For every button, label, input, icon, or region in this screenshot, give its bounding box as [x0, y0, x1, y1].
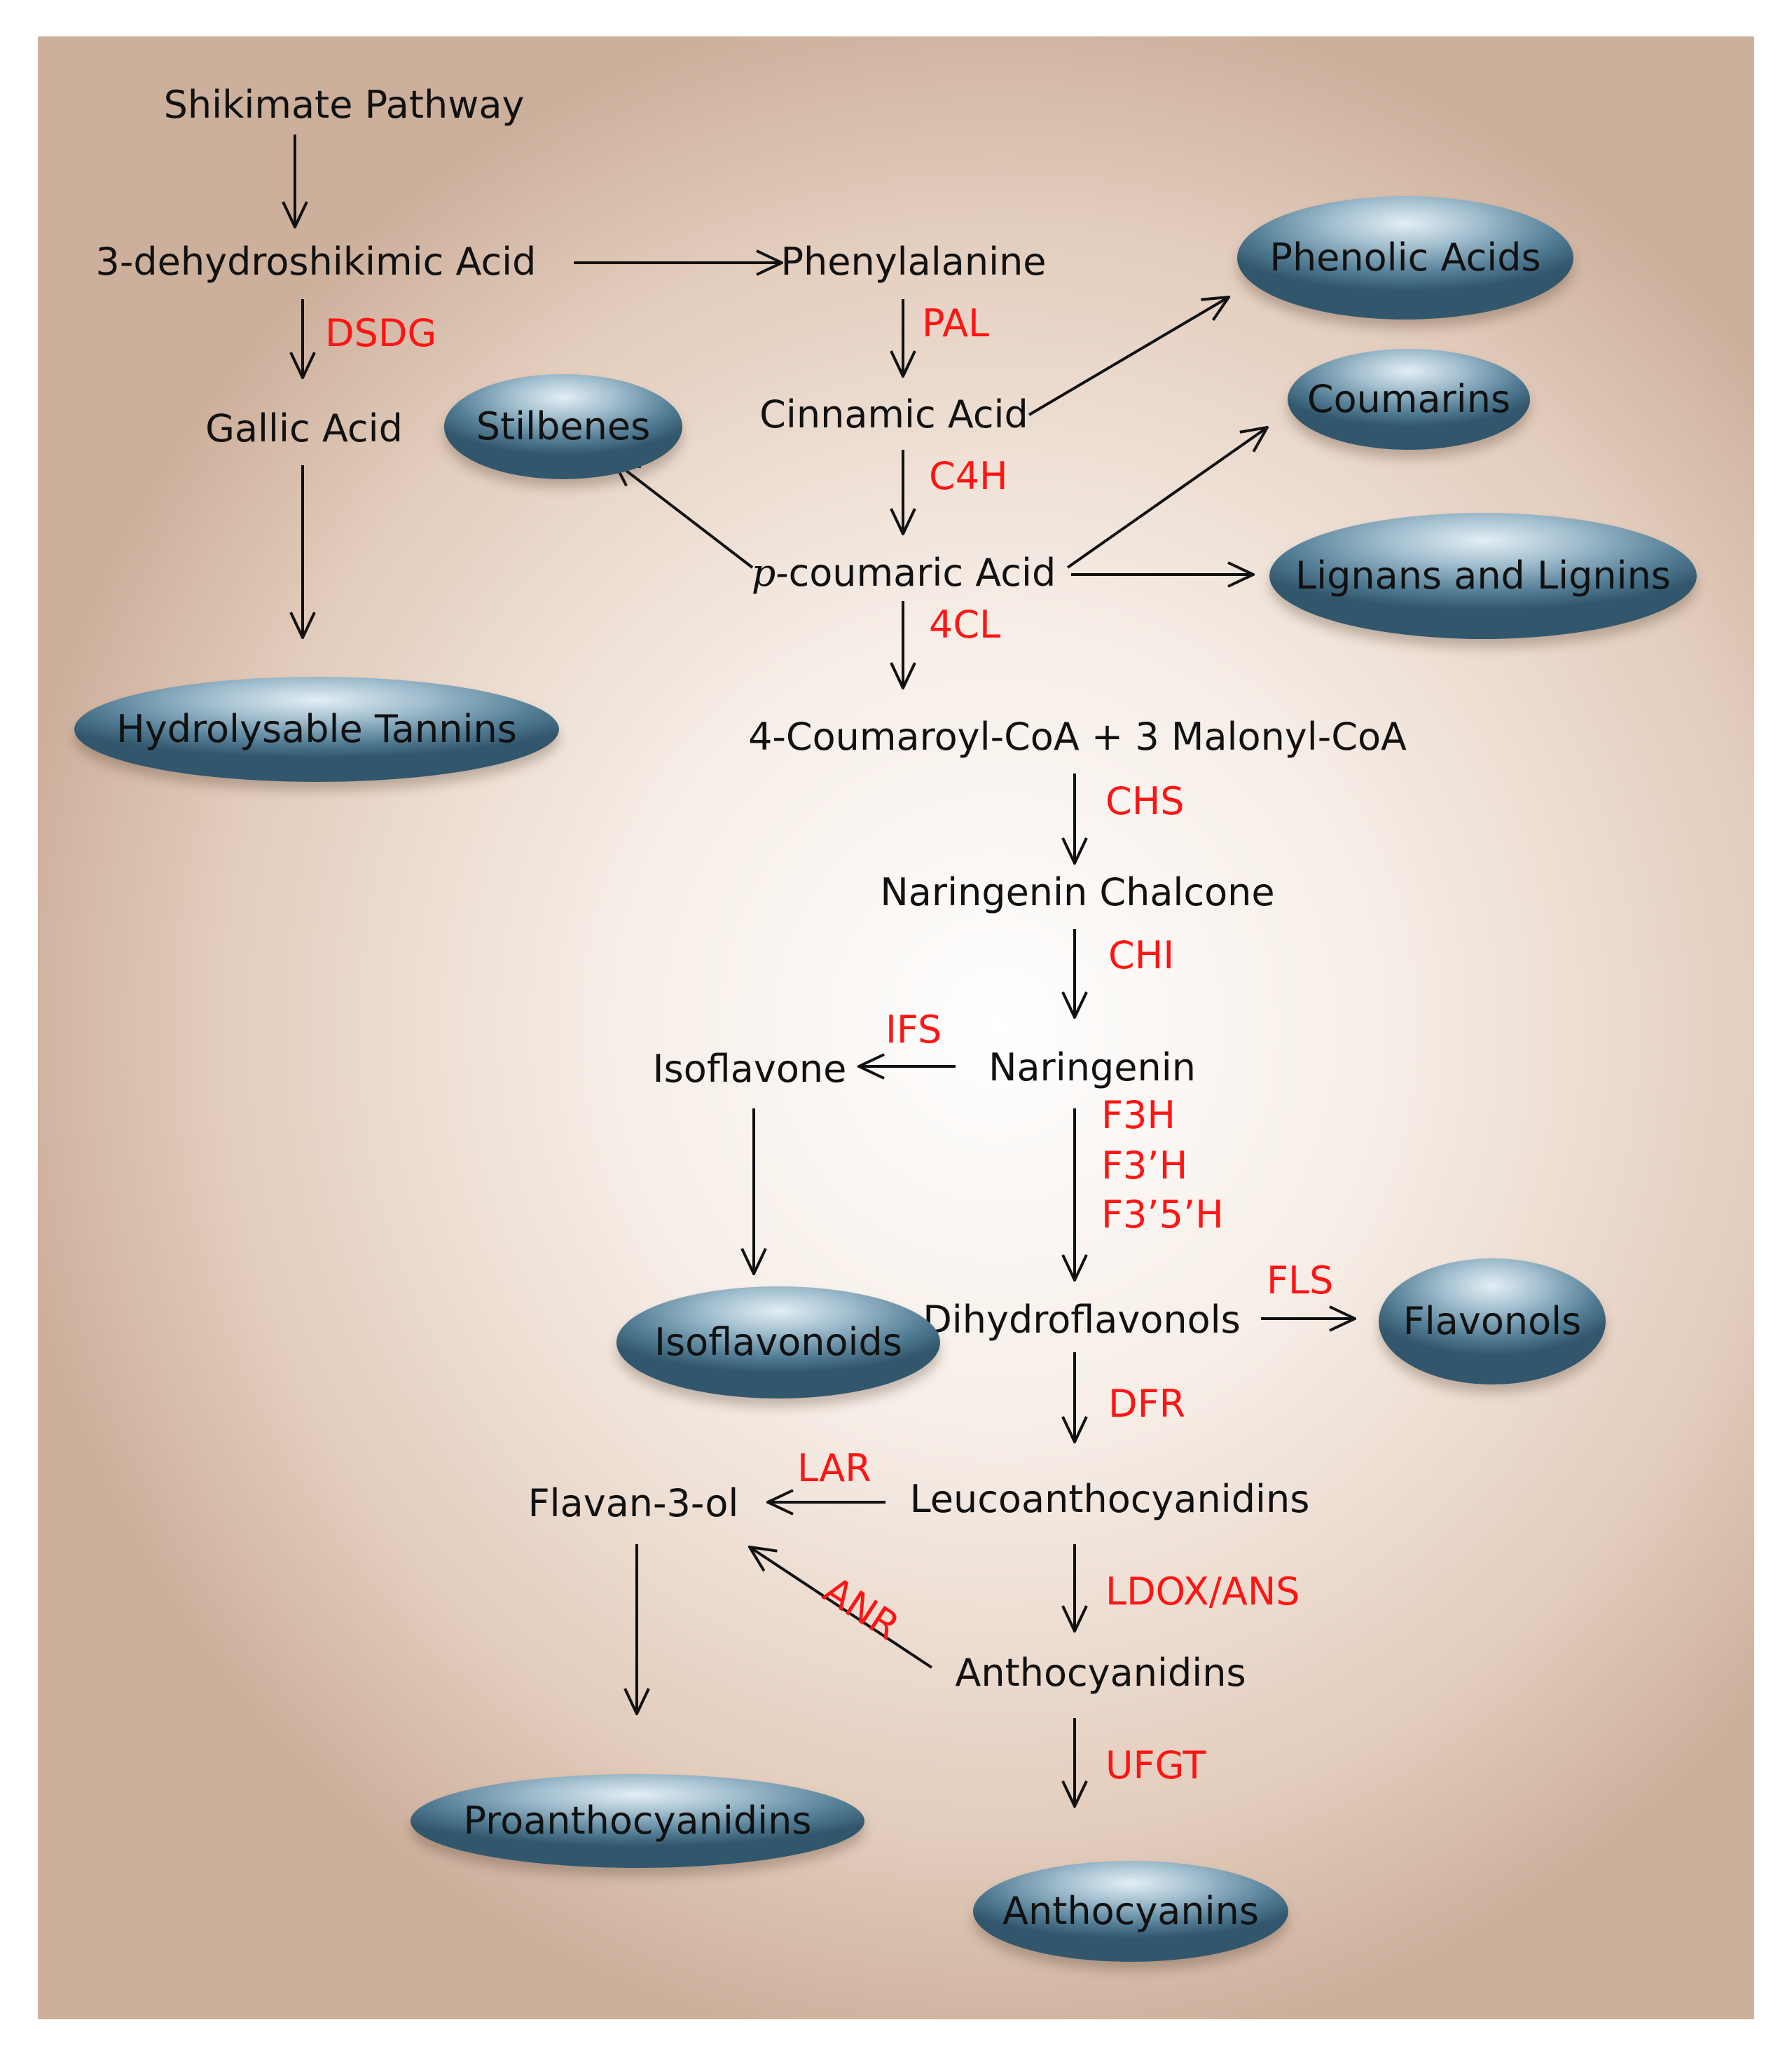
- enzyme-ldox-ans: LDOX/ANS: [1105, 1569, 1300, 1614]
- pathway-diagram: Shikimate Pathway 3-dehydroshikimic Acid…: [38, 36, 1754, 2019]
- arrow-pcoumaric-to-coumarins: [1066, 427, 1267, 569]
- enzyme-chs: CHS: [1105, 779, 1185, 823]
- node-cinnamic-acid: Cinnamic Acid: [759, 392, 1028, 437]
- enzyme-pal: PAL: [922, 301, 990, 345]
- product-hydrolysable-tannins-label: Hydrolysable Tannins: [116, 707, 517, 751]
- product-lignans-and-lignins: Lignans and Lignins: [1269, 513, 1697, 639]
- product-flavonols: Flavonols: [1379, 1258, 1606, 1384]
- product-lignans-label: Lignans and Lignins: [1295, 554, 1671, 598]
- product-anthocyanins-label: Anthocyanins: [1002, 1889, 1259, 1933]
- product-anthocyanins: Anthocyanins: [973, 1861, 1288, 1962]
- product-coumarins-label: Coumarins: [1307, 377, 1511, 421]
- node-anthocyanidins: Anthocyanidins: [955, 1651, 1246, 1695]
- node-shikimate-pathway: Shikimate Pathway: [163, 83, 525, 127]
- arrow-pcoumaric-to-stilbenes: [614, 461, 754, 569]
- node-naringenin-chalcone: Naringenin Chalcone: [880, 870, 1275, 914]
- node-dehydroshikimic-acid: 3-dehydroshikimic Acid: [95, 240, 537, 284]
- node-isoflavone: Isoflavone: [652, 1047, 847, 1091]
- product-proanthocyanidins-label: Proanthocyanidins: [463, 1799, 812, 1843]
- product-phenolic-acids-label: Phenolic Acids: [1269, 235, 1541, 280]
- node-flavan-3-ol: Flavan-3-ol: [528, 1481, 739, 1525]
- enzyme-ufgt: UFGT: [1105, 1743, 1206, 1787]
- node-gallic-acid: Gallic Acid: [205, 406, 403, 451]
- product-proanthocyanidins: Proanthocyanidins: [411, 1774, 864, 1868]
- p-coumaric-rest: coumaric Acid: [788, 551, 1056, 595]
- enzyme-chi: CHI: [1108, 933, 1175, 977]
- enzyme-f3prime-h: F3’H: [1101, 1143, 1188, 1188]
- enzyme-f3h: F3H: [1101, 1093, 1176, 1137]
- p-prefix: p-: [751, 551, 789, 595]
- enzyme-lar: LAR: [797, 1446, 871, 1490]
- product-isoflavonoids-label: Isoflavonoids: [654, 1320, 902, 1364]
- enzyme-fls: FLS: [1267, 1258, 1334, 1303]
- enzyme-dsdg: DSDG: [325, 311, 437, 355]
- enzyme-f3prime5prime-h: F3’5’H: [1101, 1193, 1224, 1237]
- enzyme-c4h: C4H: [929, 454, 1008, 498]
- node-coumaroyl-coa: 4-Coumaroyl-CoA + 3 Malonyl-CoA: [748, 715, 1407, 759]
- node-phenylalanine: Phenylalanine: [780, 240, 1047, 284]
- enzyme-ifs: IFS: [885, 1008, 942, 1052]
- product-stilbenes: Stilbenes: [444, 374, 682, 479]
- node-dihydroflavonols: Dihydroflavonols: [923, 1298, 1241, 1342]
- node-p-coumaric-acid: p-coumaric Acid: [752, 554, 1056, 592]
- product-stilbenes-label: Stilbenes: [476, 404, 651, 448]
- product-coumarins: Coumarins: [1288, 349, 1530, 450]
- product-phenolic-acids: Phenolic Acids: [1237, 196, 1573, 319]
- arrow-cinnamic-to-phenolic: [1028, 297, 1229, 416]
- arrow-anthocyanidins-to-flavan: [750, 1547, 933, 1669]
- product-hydrolysable-tannins: Hydrolysable Tannins: [74, 677, 559, 782]
- node-leucoanthocyanidins: Leucoanthocyanidins: [909, 1477, 1310, 1521]
- enzyme-4cl: 4CL: [929, 603, 1001, 647]
- product-flavonols-label: Flavonols: [1402, 1299, 1582, 1343]
- product-isoflavonoids: Isoflavonoids: [616, 1286, 940, 1398]
- enzyme-dfr: DFR: [1108, 1382, 1186, 1426]
- node-naringenin: Naringenin: [988, 1045, 1196, 1090]
- arrows-layer: [38, 135, 1754, 2019]
